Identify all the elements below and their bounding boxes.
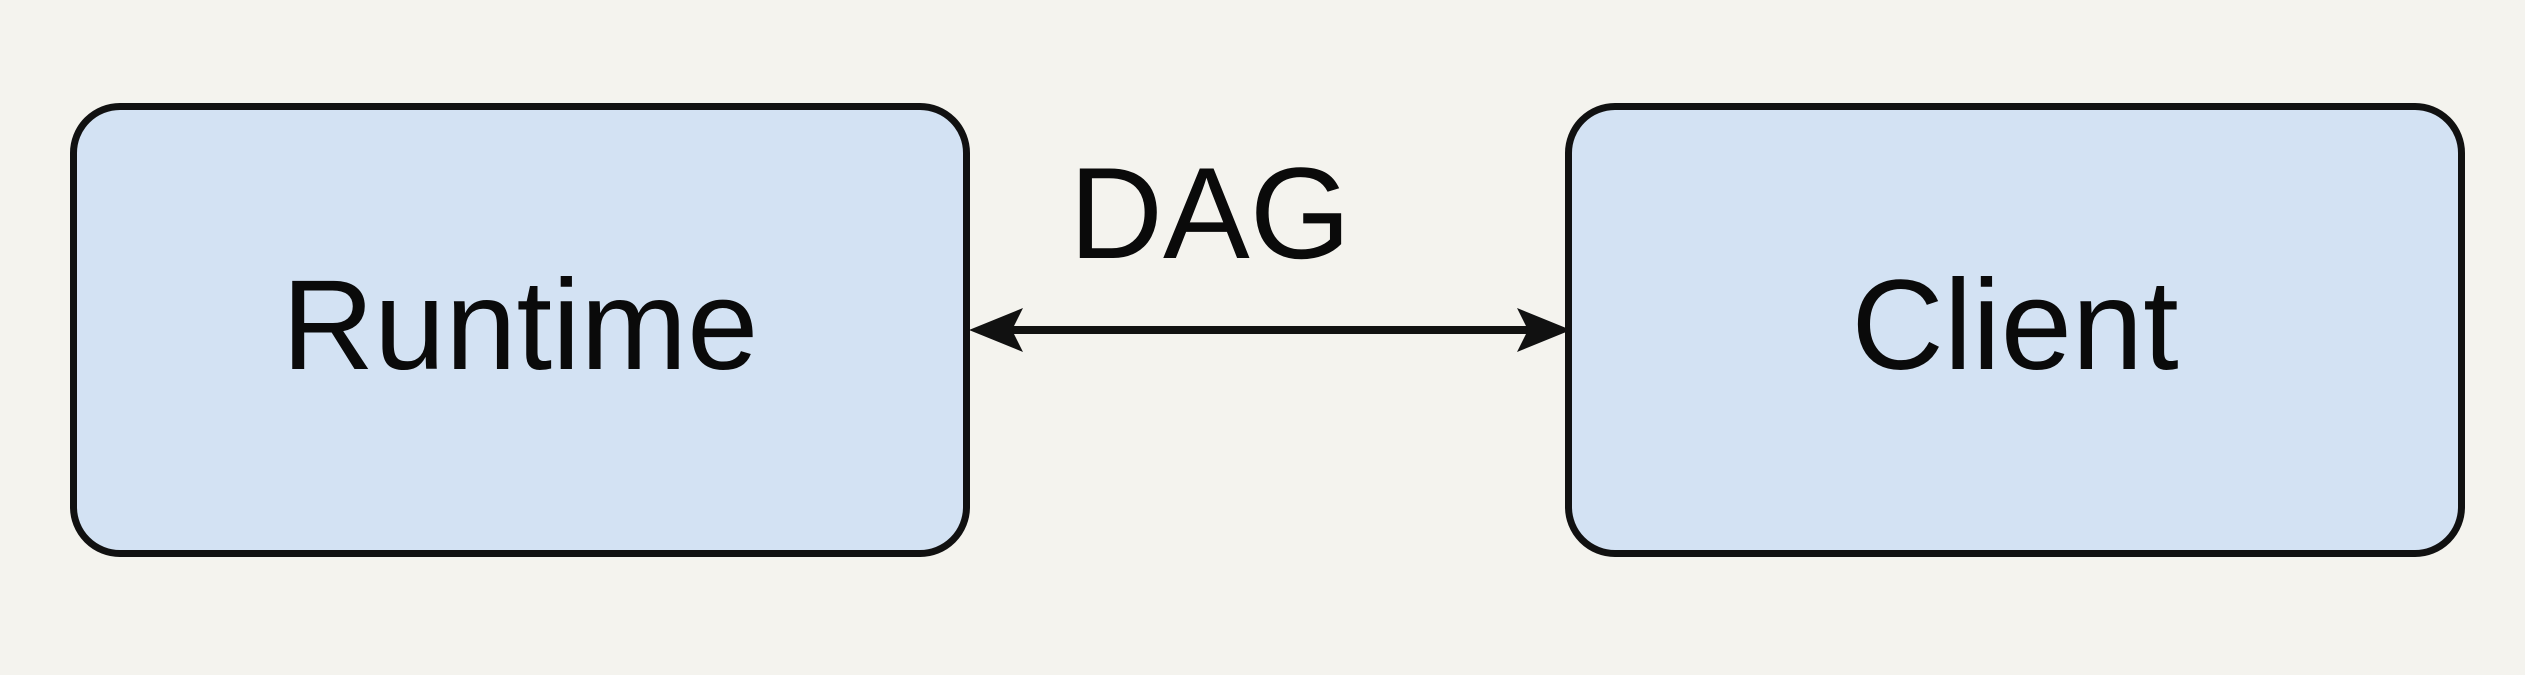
edge-dag-label: DAG	[1069, 140, 1351, 286]
arrowhead-right-icon	[1517, 308, 1571, 352]
bidirectional-arrow	[969, 308, 1571, 352]
node-runtime: Runtime	[70, 103, 970, 557]
node-runtime-label: Runtime	[281, 254, 759, 397]
node-client: Client	[1565, 103, 2465, 557]
node-client-label: Client	[1851, 254, 2179, 397]
arrowhead-left-icon	[969, 308, 1023, 352]
